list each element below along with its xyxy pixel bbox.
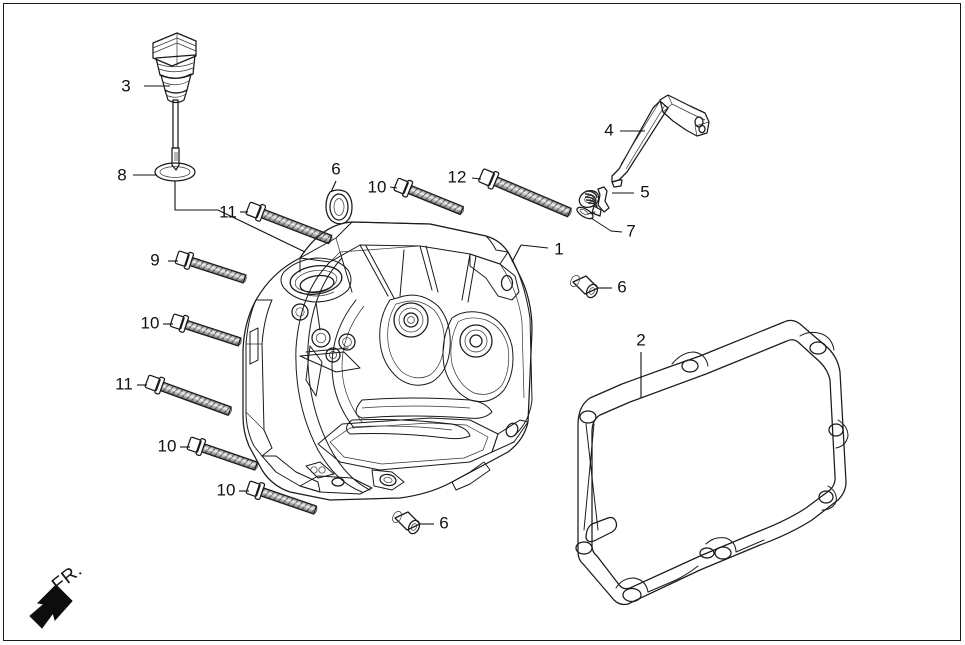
leader-10e	[389, 186, 398, 189]
part-gear-shift-arm[interactable]: 4	[604, 94, 710, 188]
leader-9-to-case	[174, 181, 306, 253]
internal-ribs	[339, 244, 477, 303]
callout-label-10c: 10	[158, 436, 177, 455]
part-flange-bolt-10c[interactable]: 10	[158, 435, 261, 475]
callout-label-9: 8	[117, 165, 126, 184]
callout-label-1: 1	[554, 239, 563, 258]
callout-label-10d: 10	[217, 480, 236, 499]
part-o-ring[interactable]: 8	[117, 162, 306, 253]
part-crankcase-cover-body[interactable]: 1	[242, 221, 564, 501]
callout-label-6-lower: 6	[439, 513, 448, 532]
callout-label-11a: 11	[219, 202, 237, 221]
part-return-spring[interactable]: 5	[577, 182, 650, 217]
part-flange-bolt-10a[interactable]: 9	[150, 249, 248, 288]
callout-label-2: 2	[636, 330, 645, 349]
leader-12	[471, 177, 482, 180]
part-oil-level-dipstick[interactable]: 3	[121, 32, 197, 171]
callout-label-7: 6	[331, 159, 340, 178]
part-flange-bolt-10d[interactable]: 10	[217, 479, 320, 519]
callout-label-10b: 10	[141, 313, 160, 332]
bearing-bosses	[331, 294, 514, 429]
callout-label-8: 7	[626, 221, 635, 240]
part-flange-bolt-10e[interactable]: 10	[368, 176, 467, 219]
part-cover-gasket[interactable]: 2	[575, 319, 849, 606]
part-oil-seal[interactable]: 6	[325, 159, 353, 225]
callout-label-5: 5	[640, 182, 649, 201]
gasket-bolt-holes	[575, 341, 844, 603]
part-dowel-pin-upper[interactable]: 6	[569, 274, 627, 300]
callout-label-3: 3	[121, 76, 130, 95]
part-cotter-pin[interactable]: 7	[575, 205, 636, 240]
part-flange-bolt-10b[interactable]: 10	[141, 312, 244, 351]
part-flange-bolt-12[interactable]: 12	[448, 167, 575, 222]
callout-label-12: 12	[448, 167, 467, 186]
part-flange-bolt-11a[interactable]: 11	[219, 200, 334, 248]
leader-1	[520, 244, 549, 249]
callout-label-6-upper: 6	[617, 277, 626, 296]
leader-8	[610, 230, 623, 233]
part-flange-bolt-11b[interactable]: 11	[115, 373, 234, 420]
lower-tube-ribs	[346, 397, 493, 440]
callout-label-10a: 9	[150, 250, 159, 269]
front-direction-arrow: FR.	[29, 560, 86, 629]
leader-1-tick	[511, 244, 522, 263]
leader-7	[330, 180, 337, 193]
callout-label-10e: 10	[368, 177, 387, 196]
part-dowel-pin-lower[interactable]: 6	[391, 510, 449, 536]
callout-label-11b: 11	[115, 374, 133, 393]
callout-label-4: 4	[604, 120, 613, 139]
